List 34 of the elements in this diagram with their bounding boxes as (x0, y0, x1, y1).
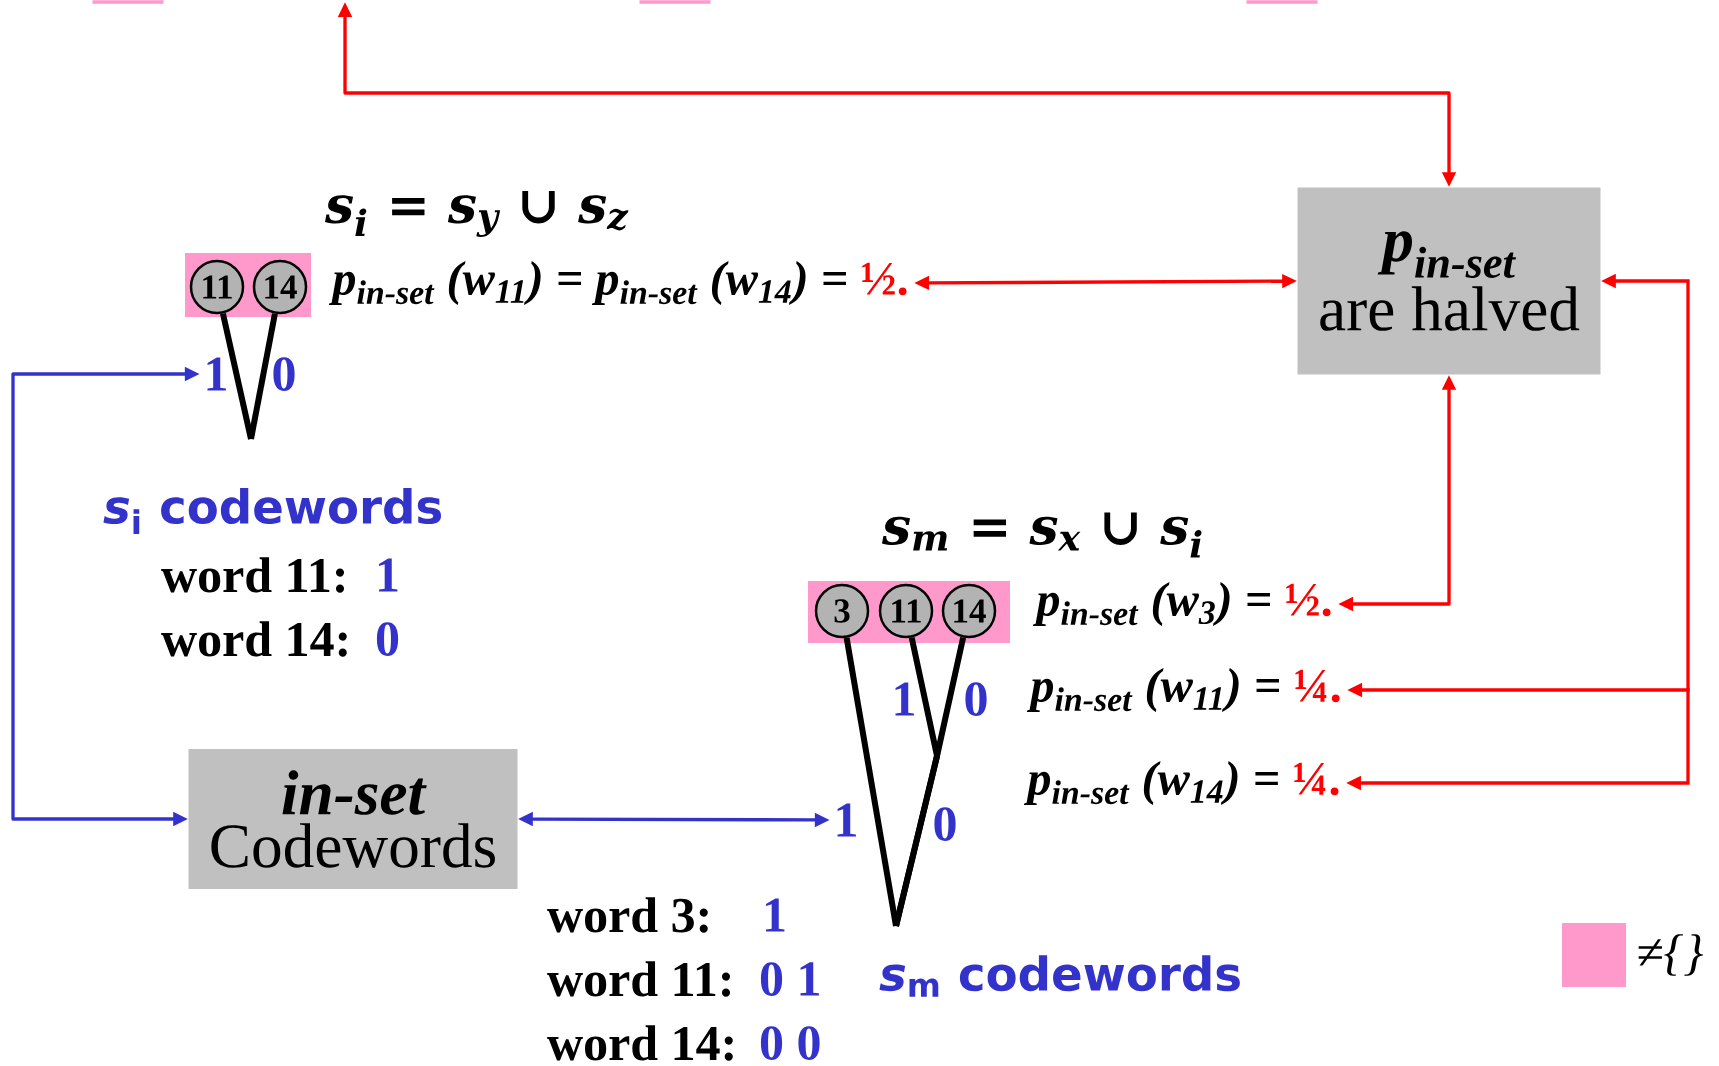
bit-label: 0 (934, 807, 956, 841)
tree-branch (893, 636, 967, 927)
probability-formula: p$_{in-set}$ (w$_{11}$) = ¼. (1026, 668, 1340, 712)
bit-label: 1 (766, 898, 785, 932)
bit-label: 1 (837, 803, 856, 837)
bit-label: 0 1 (760, 962, 819, 996)
bit-label: 0 0 (760, 1026, 820, 1060)
word-label: word 11: (161, 557, 345, 593)
word-label: word 14: (161, 621, 347, 657)
bit-label: 0 (376, 622, 399, 656)
probability-formula: p$_{in-set}$ (w$_{11}$) = p$_{in-set}$ (w$_{14}$) = ½. (328, 261, 907, 305)
tree-branch (248, 313, 278, 440)
probability-formula: p$_{in-set}$ (w$_{3}$) = ½. (1032, 582, 1331, 626)
highlight-box (639, 0, 711, 4)
equation: s$_{i}$ = s$_{y}$ ∪ s$_{z}$ (325, 191, 629, 237)
bit-label: 0 (965, 682, 987, 716)
word-label: word 3: (547, 897, 708, 933)
legend-label: ≠{} (1638, 934, 1703, 976)
process-box: in-set Codewords (188, 749, 518, 889)
tree-branch (843, 637, 899, 927)
bit-label: 1 (379, 558, 398, 592)
codewords-label: s$_{i}$ codewords (103, 488, 441, 534)
highlight-box (1246, 0, 1318, 4)
probability-formula: p$_{in-set}$ (w$_{14}$) = ¼. (1023, 761, 1339, 805)
word-label: word 14: (547, 1025, 733, 1061)
bit-label: 1 (207, 357, 226, 391)
bit-label: 1 (895, 682, 914, 716)
bit-label: 0 (273, 357, 295, 391)
equation: s$_{m}$ = s$_{x}$ ∪ s$_{i}$ (882, 512, 1202, 558)
codewords-label: s$_{m}$ codewords (879, 955, 1240, 997)
tree-branch (220, 312, 254, 440)
word-label: word 11: (547, 961, 731, 997)
process-box: p$_{in-set}$ are halved (1297, 187, 1601, 375)
highlight-box (92, 0, 164, 4)
